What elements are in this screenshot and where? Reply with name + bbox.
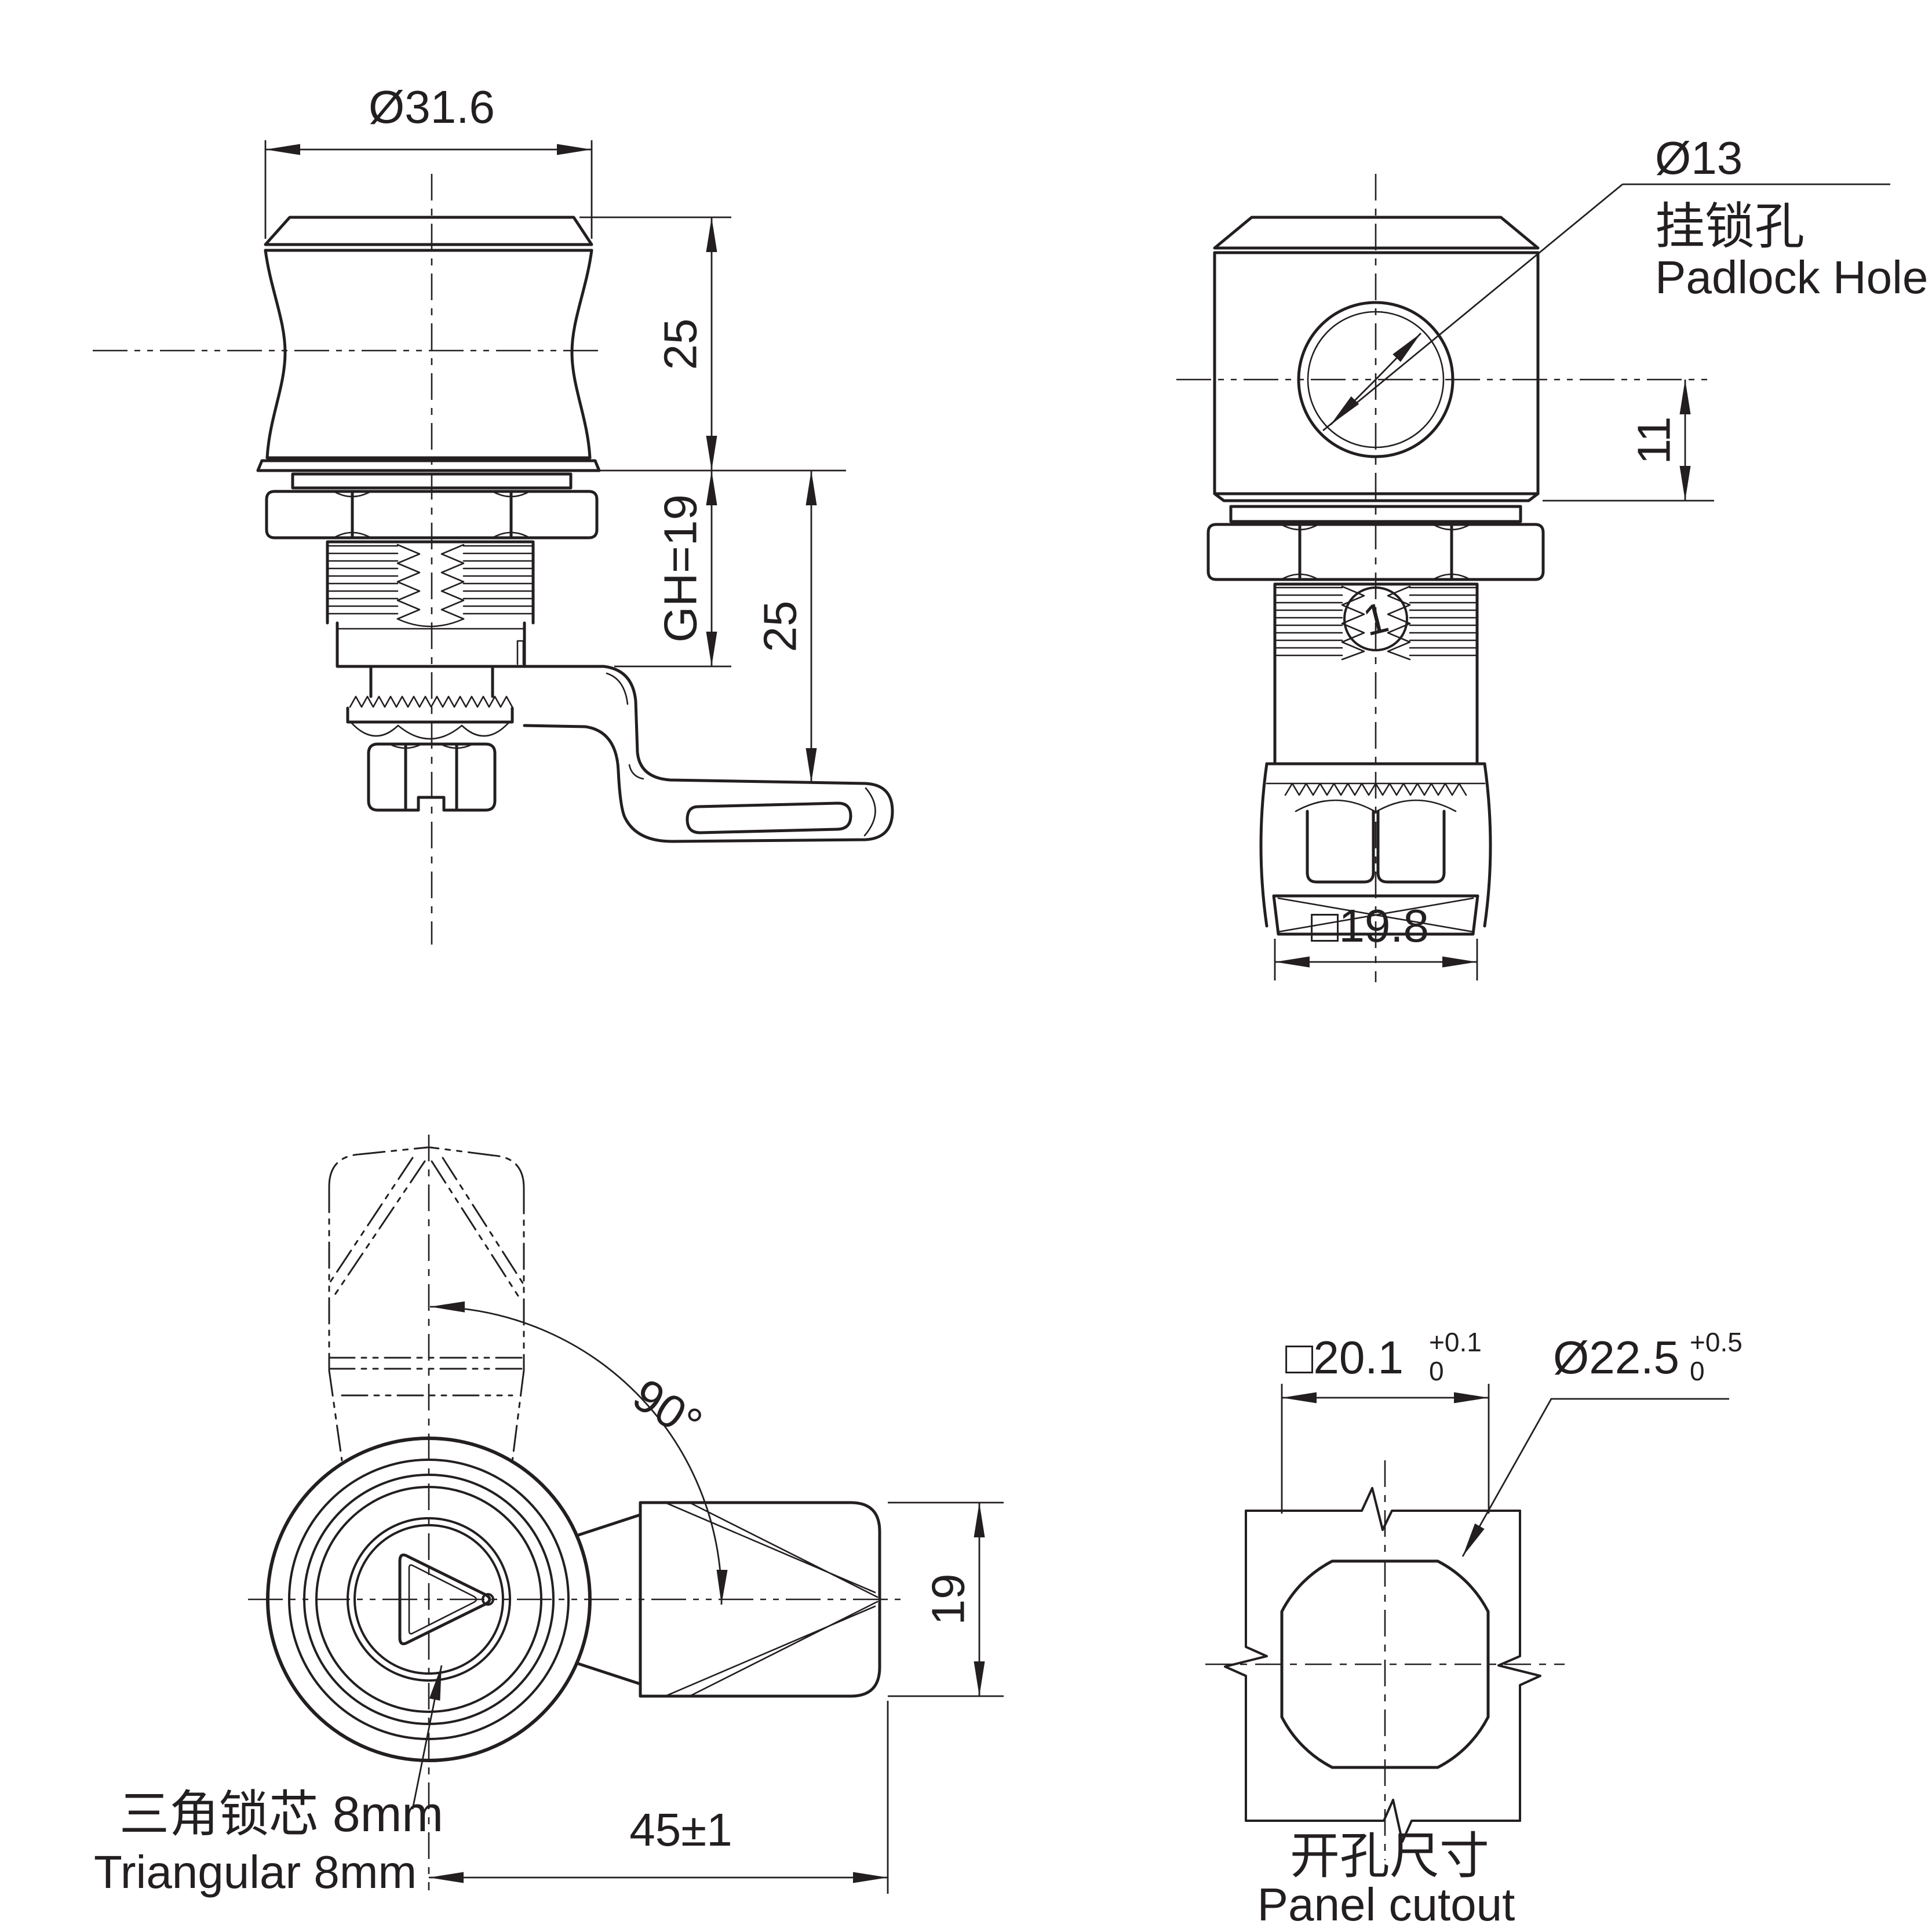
side-grip-dimension: GH=19 [614, 471, 731, 668]
front-cam-assembly [1259, 659, 1492, 936]
padlock-hole-diameter-label: Ø13 [1655, 132, 1743, 184]
padlock-hole-label-en: Padlock Hole [1655, 251, 1928, 303]
front-hex-nut [1206, 523, 1545, 581]
panel-outline [1224, 1487, 1541, 1843]
top-length-dimension: 45±1 [429, 1701, 889, 1894]
top-knob-circles [266, 1437, 592, 1762]
padlock-hole-label-cn: 挂锁孔 [1655, 199, 1805, 254]
top-height-label: 19 [923, 1574, 974, 1625]
side-diameter-label: Ø31.6 [369, 81, 495, 133]
triangular-core-label-en: Triangular 8mm [94, 1846, 417, 1898]
front-offset-label: 11 [1628, 416, 1680, 464]
side-cam-depth-label: 25 [754, 601, 806, 652]
phantom-handle-outline [328, 1146, 525, 1463]
padlock-hole-callout: Ø13 挂锁孔 Padlock Hole [1322, 132, 1928, 432]
front-square-dimension: □19.8 [1274, 900, 1478, 980]
rotation-angle-label: 90° [624, 1369, 711, 1450]
side-head-height-dimension: 25 [579, 216, 846, 472]
cutout-diameter-label: Ø22.5 [1553, 1332, 1679, 1383]
top-view: 90° 19 [94, 1135, 1004, 1898]
front-head [1213, 216, 1540, 502]
side-washer [291, 472, 573, 490]
side-grip-label: GH=19 [655, 494, 706, 643]
cutout-square-tol-lower: 0 [1429, 1356, 1444, 1386]
rotation-arc: 90° [429, 1301, 728, 1605]
side-head-height-label: 25 [655, 319, 706, 370]
triangular-core-callout: 三角锁芯 8mm Triangular 8mm [94, 1665, 443, 1898]
side-cam-lever [523, 665, 894, 843]
balloon-circle [1343, 586, 1408, 651]
top-cam-handle [575, 1501, 881, 1698]
side-knob [256, 216, 601, 472]
cutout-square-dimension: □20.1 +0.1 0 [1281, 1327, 1490, 1514]
side-cam-fastener-stack [346, 665, 514, 812]
cutout-caption-cn: 开孔尺寸 [1290, 1828, 1489, 1884]
top-length-label: 45±1 [629, 1804, 732, 1856]
cutout-shape [1280, 1559, 1490, 1769]
cutout-square-label: □20.1 [1285, 1332, 1404, 1383]
side-lower-body [336, 621, 526, 668]
side-view: Ø31.6 25 GH=19 25 [93, 81, 894, 945]
side-diameter-dimension: Ø31.6 [264, 81, 593, 239]
cutout-diameter-tol-upper: +0.5 [1690, 1327, 1743, 1357]
top-height-dimension: 19 [888, 1501, 1004, 1697]
cutout-caption-en: Panel cutout [1257, 1879, 1515, 1930]
padlock-hole [1297, 301, 1455, 458]
front-square-label: □19.8 [1311, 900, 1429, 952]
cutout-diameter-tol-lower: 0 [1690, 1356, 1705, 1386]
front-view: Ø13 挂锁孔 Padlock Hole 11 1 [1176, 132, 1928, 982]
panel-cutout-view: □20.1 +0.1 0 Ø22.5 +0.5 0 开孔尺寸 Panel cut… [1205, 1327, 1743, 1930]
front-thread: 1 [1273, 582, 1479, 662]
cutout-diameter-callout: Ø22.5 +0.5 0 [1461, 1327, 1743, 1557]
side-thread [326, 540, 535, 628]
side-hex-nut [265, 490, 599, 539]
triangular-key-recess [398, 1553, 491, 1646]
balloon-number: 1 [1358, 593, 1393, 645]
side-cam-depth-dimension: 25 [754, 471, 817, 783]
front-washer [1229, 505, 1522, 523]
cutout-square-tol-upper: +0.1 [1429, 1327, 1482, 1357]
front-offset-dimension: 11 [1543, 380, 1714, 502]
triangular-core-label-cn: 三角锁芯 8mm [119, 1787, 443, 1842]
